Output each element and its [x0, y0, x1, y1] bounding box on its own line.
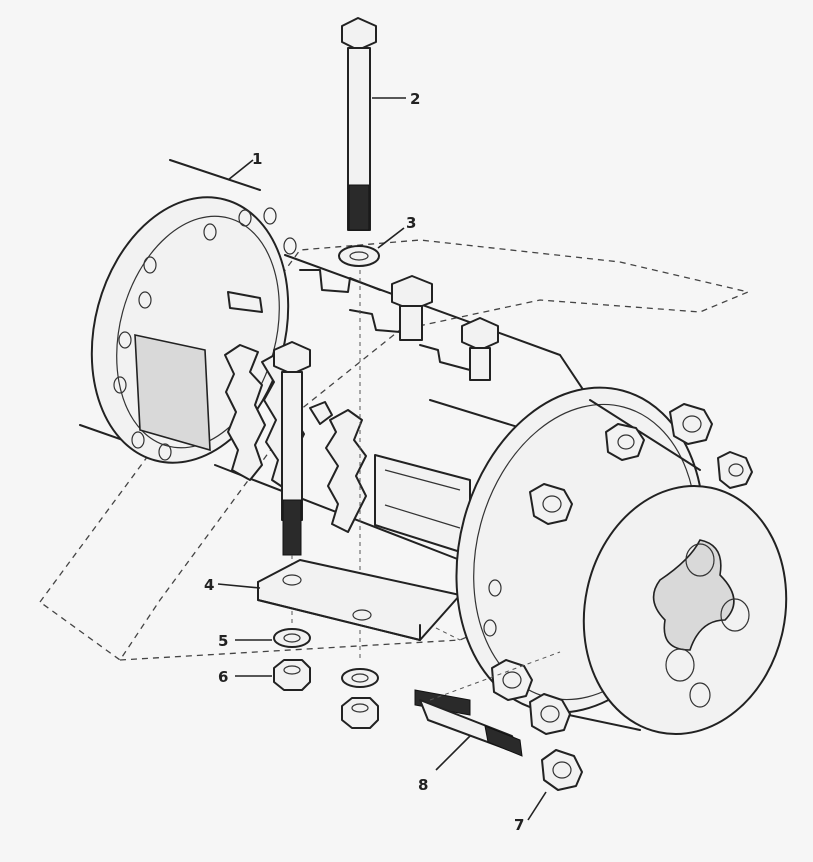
- axle-housing: [79, 159, 591, 561]
- callout-1: 1: [252, 150, 262, 168]
- callout-3: 3: [406, 214, 416, 232]
- hub-bolt: [605, 423, 645, 461]
- spring-plate: [257, 559, 461, 641]
- hub-bolt: [529, 483, 573, 525]
- wheel-nut: [541, 749, 583, 791]
- nut-left: [273, 659, 311, 691]
- leader-lines: [217, 97, 547, 821]
- u-bolt-right-upper: [391, 275, 499, 381]
- hub-bolt: [491, 659, 533, 701]
- nut-right: [341, 697, 379, 729]
- wheel-hub: [455, 386, 788, 736]
- washer-upper: [338, 245, 380, 267]
- hub-bolt: [669, 403, 713, 445]
- u-bolt-left: [273, 341, 311, 556]
- washer-right: [341, 668, 379, 688]
- left-flange-bolt-holes: [113, 207, 297, 461]
- callout-4: 4: [204, 576, 214, 594]
- callout-2: 2: [410, 90, 420, 108]
- wheel-stud: [414, 651, 561, 757]
- hub-bolt: [529, 693, 571, 735]
- long-bolt: [341, 17, 377, 231]
- washer-left: [273, 628, 311, 648]
- callout-7: 7: [514, 816, 524, 834]
- callout-5: 5: [218, 632, 228, 650]
- spring-saddle: [299, 269, 471, 371]
- callout-6: 6: [218, 668, 228, 686]
- callout-labels: 1 2 3 4 5 6 7 8: [204, 90, 524, 834]
- callout-8: 8: [418, 776, 428, 794]
- hub-flange-bolts: [491, 403, 753, 735]
- hub-bolt: [717, 451, 753, 489]
